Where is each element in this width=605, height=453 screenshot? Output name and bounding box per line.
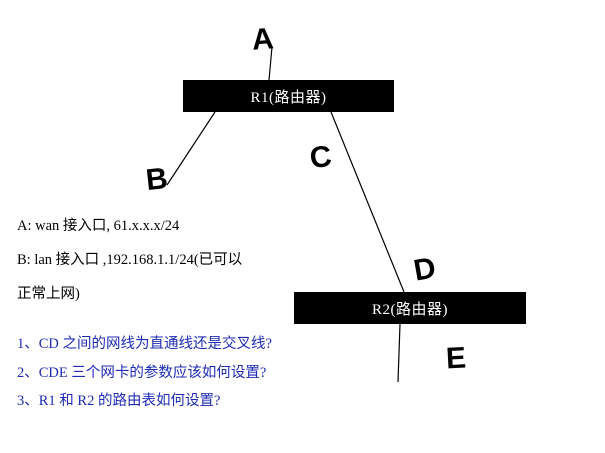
line-cd — [330, 111, 405, 293]
note-line-a: A: wan 接入口, 61.x.x.x/24 — [17, 218, 180, 234]
note-line-b: B: lan 接入口 ,192.168.1.1/24(已可以 — [17, 252, 243, 268]
line-a — [268, 46, 273, 81]
node-r1-label: R1(路由器) — [250, 89, 327, 106]
line-b — [166, 111, 216, 186]
question-3: 3、R1 和 R2 的路由表如何设置? — [17, 393, 221, 409]
marker-c: C — [308, 139, 334, 176]
question-2: 2、CDE 三个网卡的参数应该如何设置? — [17, 365, 267, 381]
node-r1: R1(路由器) — [183, 80, 394, 112]
question-1: 1、CD 之间的网线为直通线还是交叉线? — [17, 336, 272, 352]
marker-b: B — [144, 161, 170, 198]
node-r2-label: R2(路由器) — [372, 301, 448, 318]
node-r2: R2(路由器) — [294, 292, 526, 324]
marker-e: E — [445, 341, 467, 376]
note-line-b-cont: 正常上网) — [17, 286, 80, 302]
marker-a: A — [250, 22, 275, 57]
line-e — [397, 323, 401, 383]
